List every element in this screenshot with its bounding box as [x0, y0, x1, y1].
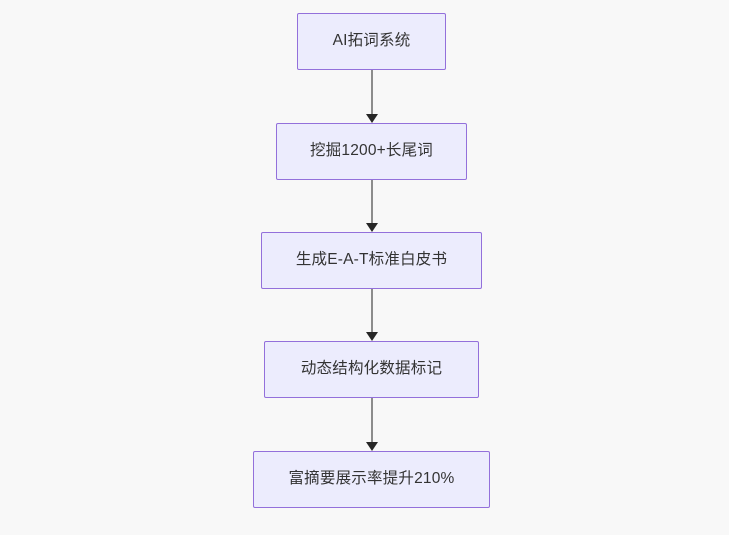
- flow-node-label: 动态结构化数据标记: [300, 360, 443, 378]
- edge-line: [371, 289, 373, 332]
- flow-node-label: 生成E-A-T标准白皮书: [295, 251, 448, 269]
- edge-arrowhead-icon: [366, 332, 378, 341]
- edge-line: [371, 180, 373, 223]
- edge-arrowhead-icon: [366, 442, 378, 451]
- edge-arrowhead-icon: [366, 114, 378, 123]
- flow-node-long-tail-mining[interactable]: 挖掘1200+长尾词: [276, 123, 467, 180]
- flow-node-label: AI拓词系统: [332, 32, 411, 50]
- flow-node-rich-snippet-result[interactable]: 富摘要展示率提升210%: [253, 451, 490, 508]
- flow-node-label: 挖掘1200+长尾词: [309, 142, 434, 160]
- flow-node-structured-data-markup[interactable]: 动态结构化数据标记: [264, 341, 479, 398]
- edge-line: [371, 70, 373, 114]
- flow-node-eat-whitepaper[interactable]: 生成E-A-T标准白皮书: [261, 232, 482, 289]
- edge-arrowhead-icon: [366, 223, 378, 232]
- flow-node-ai-keyword-system[interactable]: AI拓词系统: [297, 13, 446, 70]
- edge-line: [371, 398, 373, 442]
- flow-node-label: 富摘要展示率提升210%: [288, 470, 455, 488]
